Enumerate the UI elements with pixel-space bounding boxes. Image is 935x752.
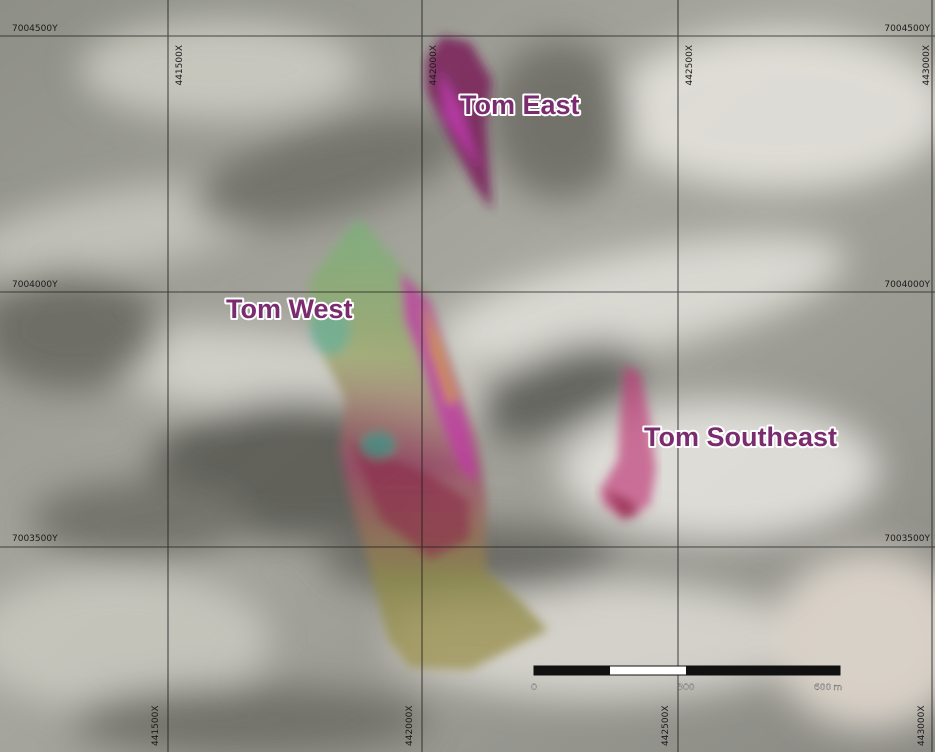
grid-label-y-mid-right: 7004000Y [884,280,930,290]
grid-label-x-bottom-2: 442000X [405,705,415,746]
grid-label-y-bottom-left: 7003500Y [12,534,58,544]
tom-southeast-zone [600,366,656,520]
grid-label-x-bottom-4: 443000X [917,705,927,746]
grid-label-y-mid-left: 7004000Y [12,280,58,290]
grid-label-y-top-left: 7004500Y [12,24,58,34]
label-tom-west: Tom West [226,294,353,324]
grid-label-y-bottom-right: 7003500Y [884,534,930,544]
scale-label-0: 0 [531,683,537,693]
label-tom-east: Tom East [460,90,580,120]
grid-label-x-top-4: 443000X [922,45,932,86]
grid-label-y-top-right: 7004500Y [884,24,930,34]
label-tom-southeast: Tom Southeast [644,422,837,452]
tom-east-zone [426,36,492,210]
grid-label-x-top-2: 442000X [429,45,439,86]
grid-label-x-top-1: 441500X [175,45,185,86]
tom-west-zone [308,218,548,670]
grid-label-x-bottom-3: 442500X [661,705,671,746]
grid-label-x-top-3: 442500X [685,45,695,86]
scale-label-300: 300 [677,683,694,693]
grid-label-x-bottom-1: 441500X [151,705,161,746]
